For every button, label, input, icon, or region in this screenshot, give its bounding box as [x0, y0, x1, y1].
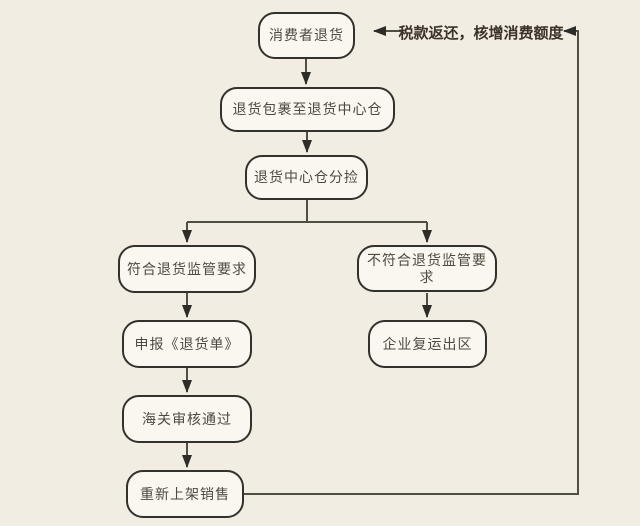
node-meets-return-requirements: 符合退货监管要求: [118, 245, 256, 293]
node-relist-for-sale: 重新上架销售: [126, 470, 244, 518]
node-return-warehouse-sorting: 退货中心仓分捡: [245, 155, 368, 200]
edge-relist-feedback: [244, 26, 579, 495]
node-enterprise-reship-out: 企业复运出区: [368, 320, 487, 368]
node-consumer-return: 消费者退货: [258, 12, 355, 59]
node-fails-return-requirements: 不符合退货监管要求: [357, 245, 497, 292]
node-customs-approval: 海关审核通过: [122, 395, 252, 443]
feedback-loop-label: 税款返还，核增消费额度: [398, 25, 564, 42]
node-declare-return-form: 申报《退货单》: [122, 320, 252, 368]
node-parcel-to-return-warehouse: 退货包裹至退货中心仓: [220, 87, 395, 132]
